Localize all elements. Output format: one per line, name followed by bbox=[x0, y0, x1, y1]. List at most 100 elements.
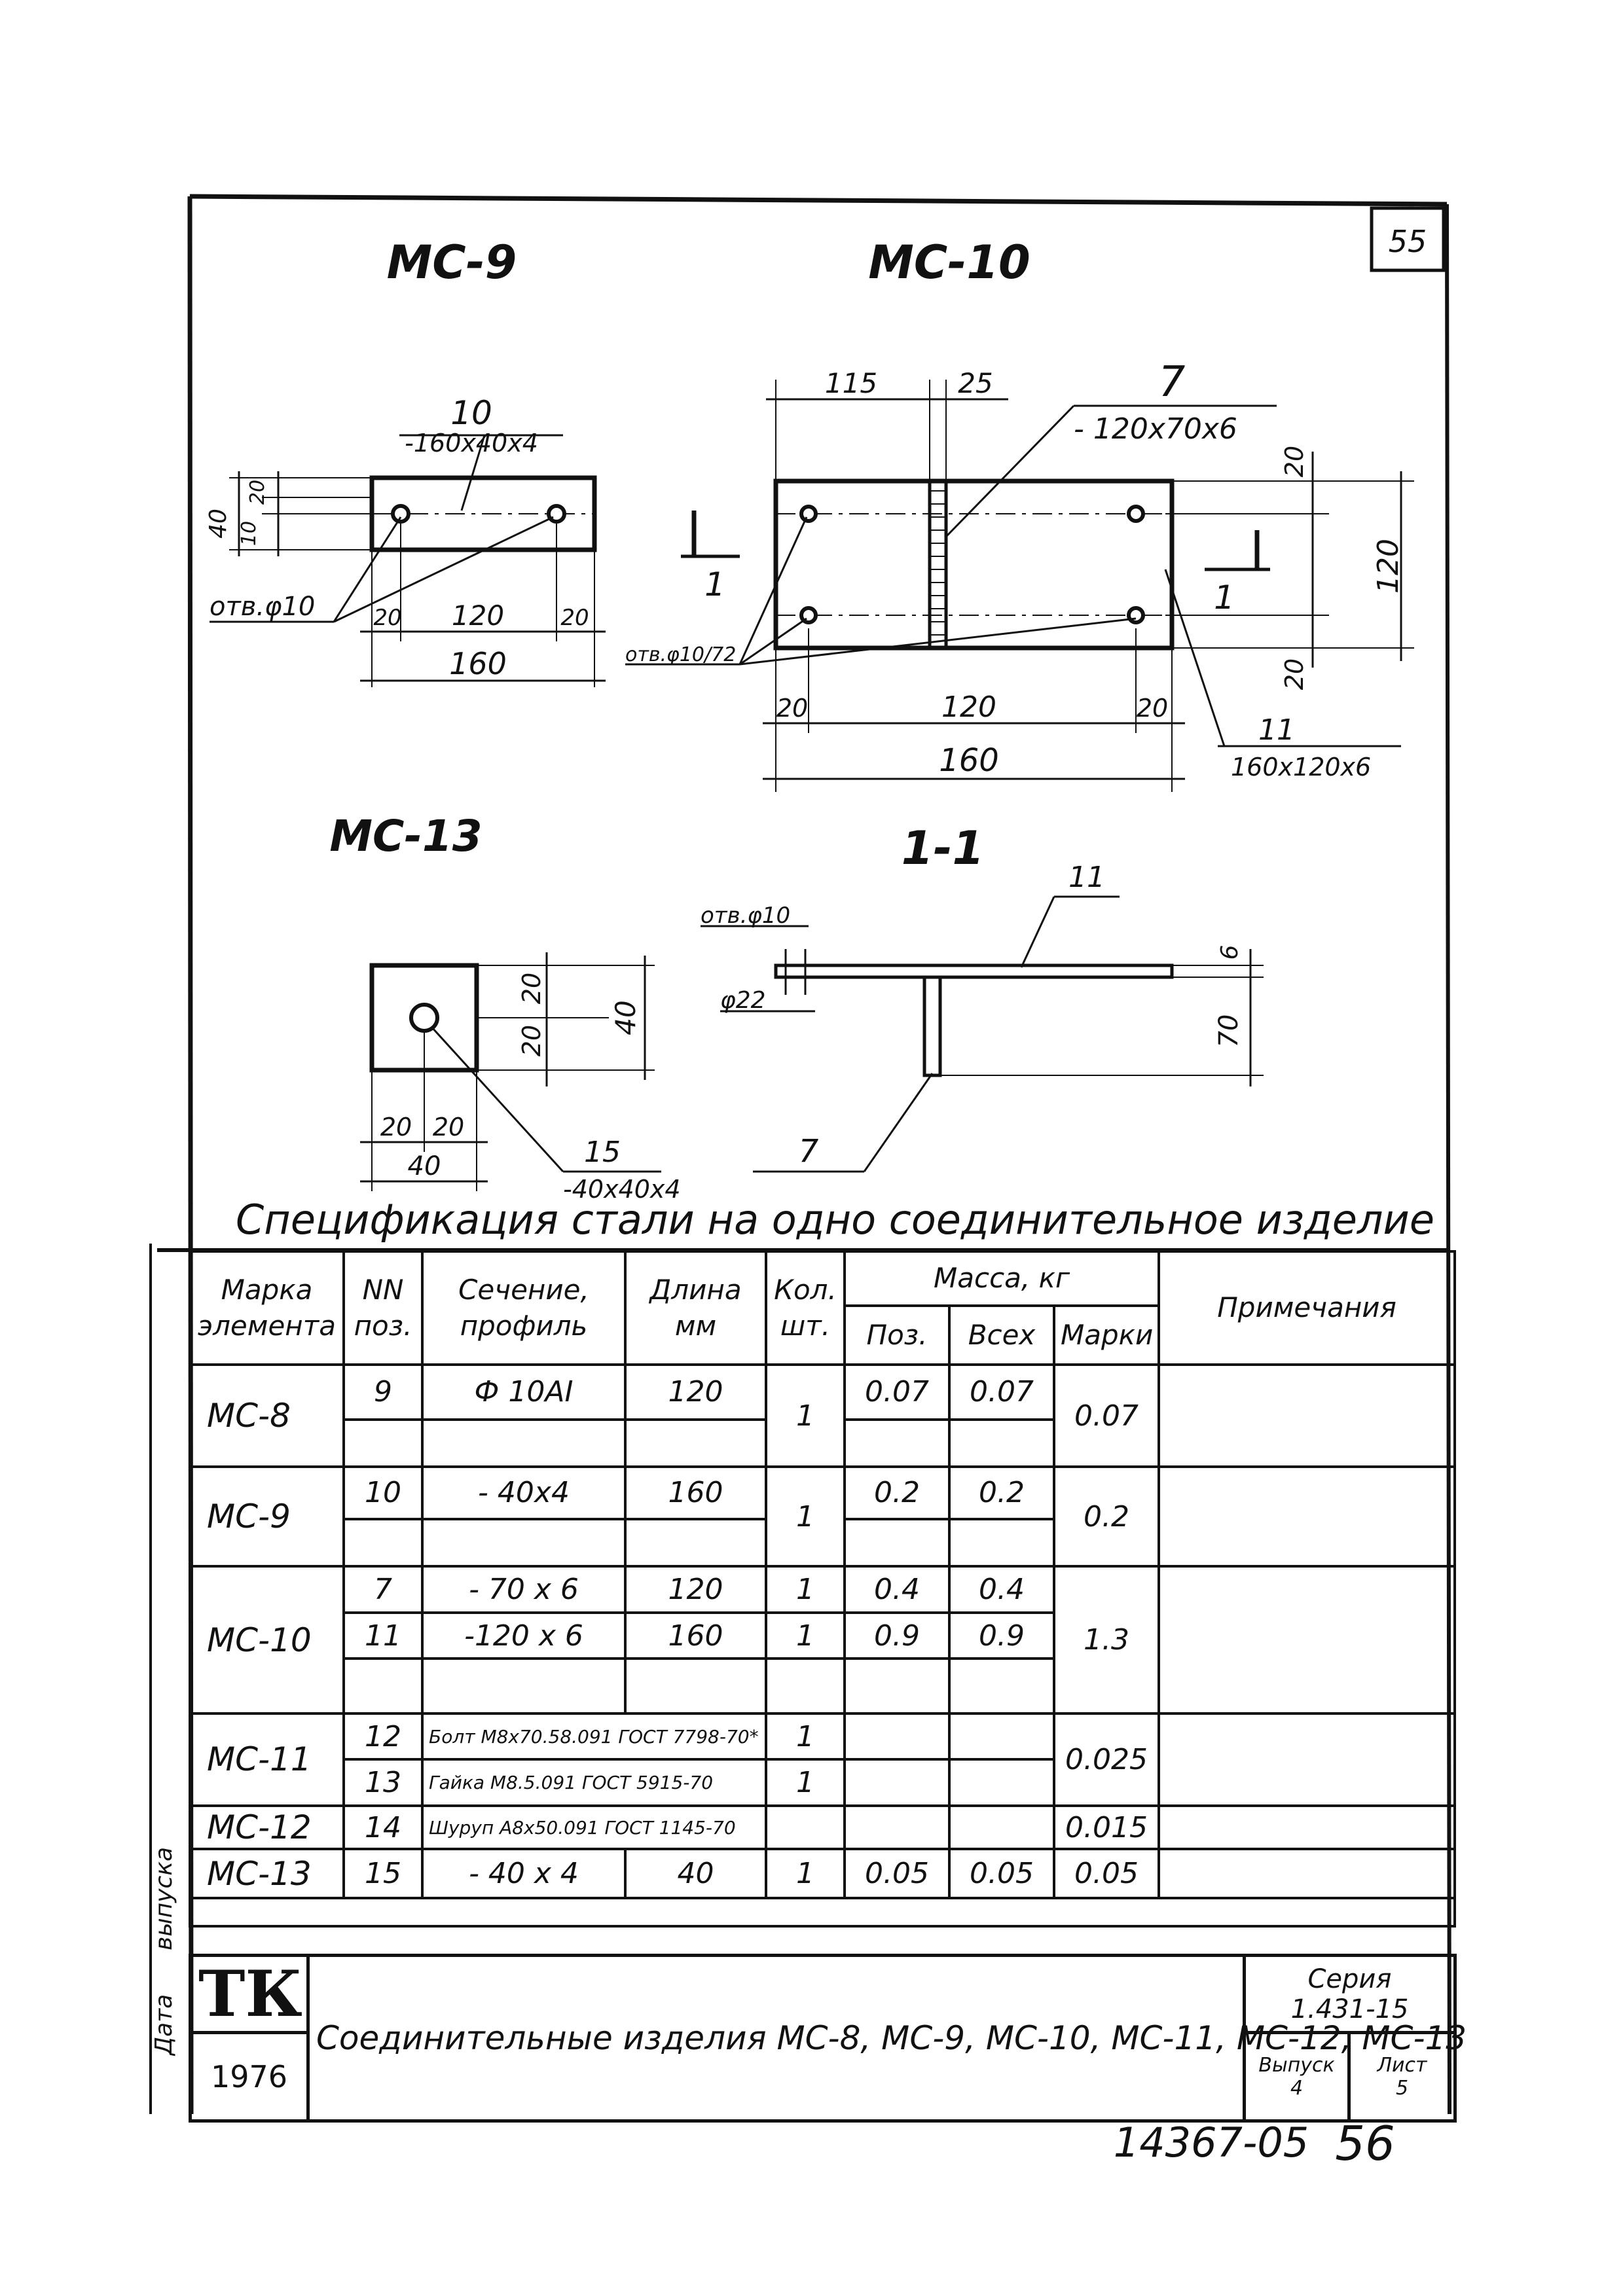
bottom-code: 14367-05 bbox=[1114, 2119, 1309, 2166]
cell-pos: 12 bbox=[342, 1712, 424, 1761]
mc9-dim-left: 20 bbox=[373, 605, 401, 631]
mc10-callout-profile: - 120х70х6 bbox=[1074, 412, 1237, 446]
cell-qty: 1 bbox=[765, 1848, 846, 1900]
side-label-date: Дата bbox=[151, 1994, 177, 2056]
cell-length: 120 bbox=[624, 1363, 767, 1421]
table-row: 11 -120 х 6 160 1 0.9 0.9 bbox=[190, 1611, 1455, 1660]
cell-pos: 11 bbox=[342, 1611, 424, 1660]
section-plate-num: 11 bbox=[1068, 861, 1105, 894]
cell-qty: 1 bbox=[765, 1712, 846, 1761]
header-notes: Примечания bbox=[1158, 1249, 1457, 1367]
cell-length: 160 bbox=[624, 1465, 767, 1520]
mc10-dim-bottom-mid: 120 bbox=[941, 691, 996, 724]
cell-section: Шуруп А8х50.091 ГОСТ 1145-70 bbox=[421, 1804, 767, 1851]
mc10-title: МС-10 bbox=[868, 236, 1030, 289]
drawing-mc9: МС-9 10 -160х40х4 40 10 20 20 120 20 160… bbox=[205, 236, 606, 687]
mc10-section-mark-right: 1 bbox=[1214, 579, 1235, 617]
cell-mass-pos: 0.2 bbox=[843, 1465, 951, 1520]
mc13-dim-20b: 20 bbox=[517, 1025, 546, 1056]
cell-qty: 1 bbox=[765, 1363, 846, 1469]
cell-pos: 14 bbox=[342, 1804, 424, 1851]
table-row: МС-9 10 - 40х4 160 1 0.2 0.2 0.2 bbox=[189, 1465, 1457, 1568]
table-row: МС-13 15 - 40 х 4 40 1 0.05 0.05 0.05 bbox=[189, 1848, 1457, 1900]
cell-mass-pos: 0.9 bbox=[843, 1611, 951, 1660]
mc9-hole-label: отв.φ10 bbox=[210, 592, 315, 622]
cell-mark: МС-8 bbox=[189, 1363, 345, 1469]
mc9-dim-10a: 10 bbox=[238, 521, 261, 546]
section-hole-label: отв.φ10 bbox=[701, 903, 790, 929]
table-row: МС-12 14 Шуруп А8х50.091 ГОСТ 1145-70 0.… bbox=[189, 1804, 1457, 1851]
cell-mass-mark: 0.05 bbox=[1052, 1848, 1161, 1900]
cell-notes bbox=[1158, 1712, 1457, 1807]
cell-section: - 40 х 4 bbox=[421, 1848, 627, 1900]
cell-mass-mark: 1.3 bbox=[1052, 1565, 1161, 1715]
mc10-callout-num: 7 bbox=[1159, 358, 1186, 406]
mc10-dim-bottom-total: 160 bbox=[939, 742, 999, 779]
drawing-mc10: МС-10 115 25 7 - 120х70х6 bbox=[625, 236, 1414, 792]
cell-mass-mark: 0.015 bbox=[1052, 1804, 1161, 1851]
drawing-section-1-1: 1-1 отв.φ10 φ22 11 6 70 7 bbox=[701, 821, 1264, 1173]
mc9-title: МС-9 bbox=[387, 236, 517, 289]
section-dim-height: 70 bbox=[1214, 1014, 1244, 1048]
cell-mark: МС-10 bbox=[189, 1565, 345, 1715]
cell-pos: 13 bbox=[342, 1758, 424, 1807]
cell-qty: 1 bbox=[765, 1565, 846, 1614]
cell-mass-all: 0.05 bbox=[948, 1848, 1055, 1900]
cell-pos: 9 bbox=[342, 1363, 424, 1421]
section-rib bbox=[922, 975, 942, 1077]
cell-mass-pos: 0.07 bbox=[843, 1363, 951, 1421]
drawing-mc13: МС-13 20 20 40 20 20 40 15 -40х40х4 bbox=[329, 811, 680, 1204]
sheet-value: 5 bbox=[1395, 2077, 1409, 2100]
issue-value: 4 bbox=[1290, 2077, 1304, 2100]
cell-mass-mark: 0.07 bbox=[1052, 1363, 1161, 1469]
section-dim-thick: 6 bbox=[1216, 945, 1243, 960]
mc10-plate-profile: 160х120х6 bbox=[1231, 753, 1371, 781]
cell-pos: 10 bbox=[342, 1465, 424, 1520]
cell-notes bbox=[1158, 1804, 1457, 1851]
mc9-callout-num: 10 bbox=[450, 394, 492, 432]
sheet-label: Лист bbox=[1377, 2054, 1427, 2077]
mc10-plate-num: 11 bbox=[1258, 713, 1295, 747]
section-title: 1-1 bbox=[902, 821, 984, 875]
mc9-dim-20: 20 bbox=[246, 480, 269, 505]
year: 1976 bbox=[189, 2031, 310, 2123]
cell-mark: МС-9 bbox=[189, 1465, 345, 1568]
mc13-dim-bottom-40: 40 bbox=[408, 1151, 441, 1181]
cell-section: - 40х4 bbox=[421, 1465, 627, 1520]
mc9-dim-height: 40 bbox=[205, 509, 232, 539]
series-value: 1.431-15 bbox=[1290, 1994, 1409, 2024]
header-mass-all: Всех bbox=[948, 1304, 1055, 1367]
series-label: Серия bbox=[1307, 1964, 1392, 1994]
mc9-dim-total: 160 bbox=[449, 646, 507, 681]
cell-mark: МС-11 bbox=[189, 1712, 345, 1807]
spec-title: Спецификация стали на одно соединительно… bbox=[236, 1196, 1434, 1244]
mc10-section-mark-left: 1 bbox=[704, 565, 725, 603]
mc10-dim-20-top: 20 bbox=[1280, 446, 1309, 477]
mc10-dim-115: 115 bbox=[825, 367, 877, 399]
header-mass: Масса, кг bbox=[843, 1249, 1161, 1308]
drawing-title: Соединительные изделия МС-8, МС-9, МС-10… bbox=[306, 1954, 1467, 2123]
header-mass-pos: Поз. bbox=[843, 1304, 951, 1367]
mc13-callout-profile: -40х40х4 bbox=[563, 1175, 681, 1204]
bottom-page: 56 bbox=[1335, 2116, 1395, 2171]
cell-length: 160 bbox=[624, 1611, 767, 1660]
cell-qty: 1 bbox=[765, 1611, 846, 1660]
issue-label: Выпуск bbox=[1258, 2054, 1335, 2077]
section-plate bbox=[774, 963, 1174, 979]
cell-qty: 1 bbox=[765, 1465, 846, 1568]
table-row: 13 Гайка М8.5.091 ГОСТ 5915-70 1 bbox=[190, 1758, 1455, 1807]
cell-section: Ф 10АI bbox=[421, 1363, 627, 1421]
cell-section: -120 х 6 bbox=[421, 1611, 627, 1660]
cell-mark: МС-12 bbox=[189, 1804, 345, 1851]
mc10-dim-bottom-right: 20 bbox=[1137, 694, 1168, 723]
table-row: МС-11 12 Болт М8х70.58.091 ГОСТ 7798-70*… bbox=[189, 1712, 1457, 1807]
mc10-dim-bottom-left: 20 bbox=[776, 694, 808, 723]
header-section: Сечение, профиль bbox=[421, 1249, 627, 1367]
title-block: ТК Соединительные изделия МС-8, МС-9, МС… bbox=[189, 1954, 1467, 2123]
side-label-issue: выпуска bbox=[151, 1847, 177, 1950]
mc13-dim-bottom-20b: 20 bbox=[433, 1113, 464, 1141]
cell-section: Гайка М8.5.091 ГОСТ 5915-70 bbox=[421, 1758, 767, 1807]
header-pos: NN поз. bbox=[342, 1249, 424, 1367]
sheet-number-box bbox=[1370, 206, 1446, 272]
section-dia-label: φ22 bbox=[720, 987, 766, 1014]
